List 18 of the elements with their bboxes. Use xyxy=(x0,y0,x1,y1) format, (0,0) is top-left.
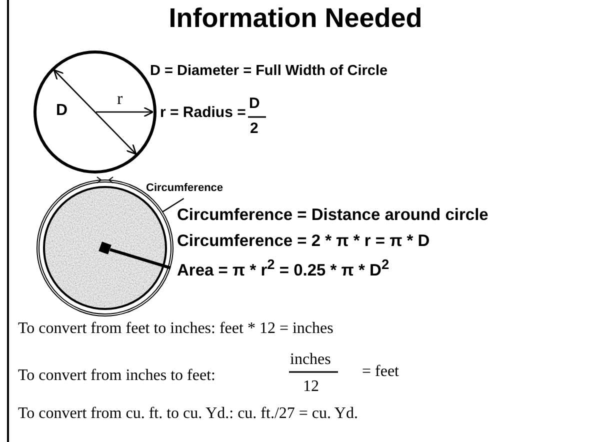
conversion-text: To convert from cu. ft. to cu. Yd.: cu. ft./27 = cu. Yd. xyxy=(18,405,358,423)
conversion-text: To convert from feet to inches: feet * 12 = inches xyxy=(18,320,334,338)
definition-text: Circumference = Distance around circle xyxy=(177,206,488,224)
fraction-numerator: D xyxy=(249,96,260,112)
diameter-label: D xyxy=(56,102,68,120)
fraction-denominator: 2 xyxy=(250,121,258,138)
slide-title: Information Needed xyxy=(168,4,424,34)
leader-line xyxy=(162,198,184,212)
fraction-numerator: inches xyxy=(290,351,331,369)
radius-label: r xyxy=(117,90,123,109)
leader-text: Circumference xyxy=(146,182,224,194)
formula-text: Area = π * r$^{2}$ = 0.25 * π * D$^{2}$ xyxy=(177,257,390,280)
definition-text: D = Diameter = Full Width of Circle xyxy=(150,64,388,80)
conversion-text: = feet xyxy=(362,363,399,381)
formula-text: Circumference = 2 * π * r = π * D xyxy=(177,232,430,250)
fraction-denominator: 12 xyxy=(303,378,319,396)
formula-text: r = Radius = xyxy=(160,105,246,122)
conversion-text: To convert from inches to feet: xyxy=(18,367,216,385)
